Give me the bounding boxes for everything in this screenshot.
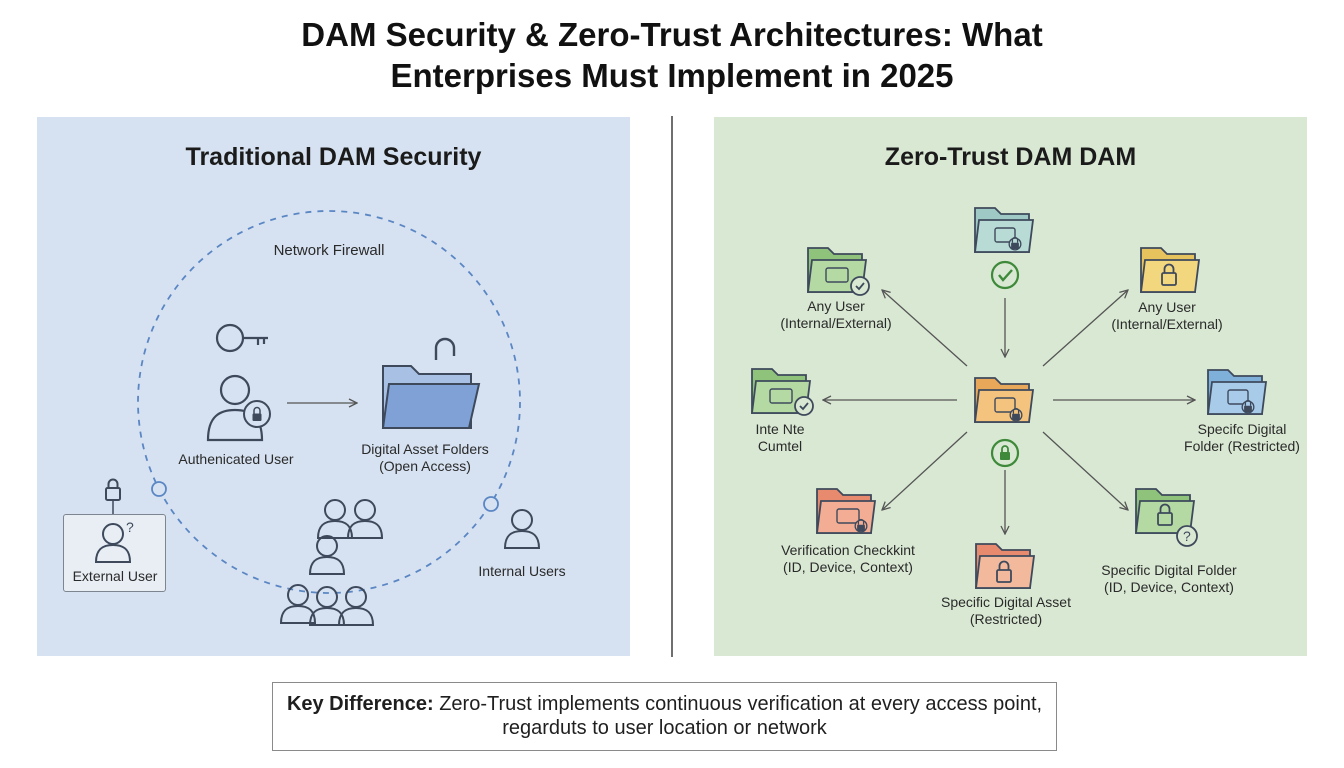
specific-asset-line-2: (Restricted) [969,611,1043,627]
key-difference-text-1: Zero-Trust implements continuous verific… [433,693,1043,715]
specific-folder-br-line-1: Specific Digital Folder [1101,562,1237,578]
specific-asset-label: Specific Digital Asset (Restricted) [938,594,1074,628]
any-user-right-line-2: (Internal/External) [1111,316,1223,332]
key-difference-text-2: regarduts to user location or network [502,717,827,739]
verification-line-2: (ID, Device, Context) [783,559,913,575]
folders-label-line-2: (Open Access) [379,458,471,474]
firewall-label: Network Firewall [273,242,385,259]
any-user-left-line-1: Any User [807,298,865,314]
inte-nte-label: Inte Nte Cumtel [742,421,818,455]
panel-divider [671,116,673,657]
key-difference-box: Key Difference: Zero-Trust implements co… [272,682,1057,751]
specific-folder-br-label: Specific Digital Folder (ID, Device, Con… [1094,562,1244,596]
page-title: DAM Security & Zero-Trust Architectures:… [0,14,1344,96]
folders-label-line-1: Digital Asset Folders [361,441,489,457]
external-user-label: External User [72,568,158,584]
any-user-left-label: Any User (Internal/External) [770,298,902,332]
specific-asset-line-1: Specific Digital Asset [941,594,1071,610]
verification-label: Verification Checkkint (ID, Device, Cont… [773,542,923,576]
specific-folder-right-label: Specifc Digital Folder (Restricted) [1180,421,1304,455]
traditional-panel-title: Traditional DAM Security [185,143,482,171]
key-difference-label: Key Difference: [286,693,434,715]
any-user-right-label: Any User (Internal/External) [1101,299,1233,333]
any-user-left-line-2: (Internal/External) [780,315,892,331]
internal-users-label: Internal Users [478,563,566,579]
zero-trust-panel-title: Zero-Trust DAM DAM [884,143,1137,171]
specific-folder-br-line-2: (ID, Device, Context) [1104,579,1234,595]
inte-nte-line-2: Cumtel [757,438,803,454]
page-title-line-2: Enterprises Must Implement in 2025 [390,57,954,94]
verification-line-1: Verification Checkkint [781,542,915,558]
key-difference-line-1: Key Difference: Zero-Trust implements co… [273,692,1056,716]
page-title-line-1: DAM Security & Zero-Trust Architectures:… [301,16,1043,53]
authenticated-user-label: Authenicated User [178,451,294,467]
any-user-right-line-1: Any User [1138,299,1196,315]
specific-folder-right-line-1: Specifc Digital [1197,421,1287,437]
specific-folder-right-line-2: Folder (Restricted) [1184,438,1300,454]
inte-nte-line-1: Inte Nte [755,421,805,437]
folders-label: Digital Asset Folders (Open Access) [345,441,505,475]
